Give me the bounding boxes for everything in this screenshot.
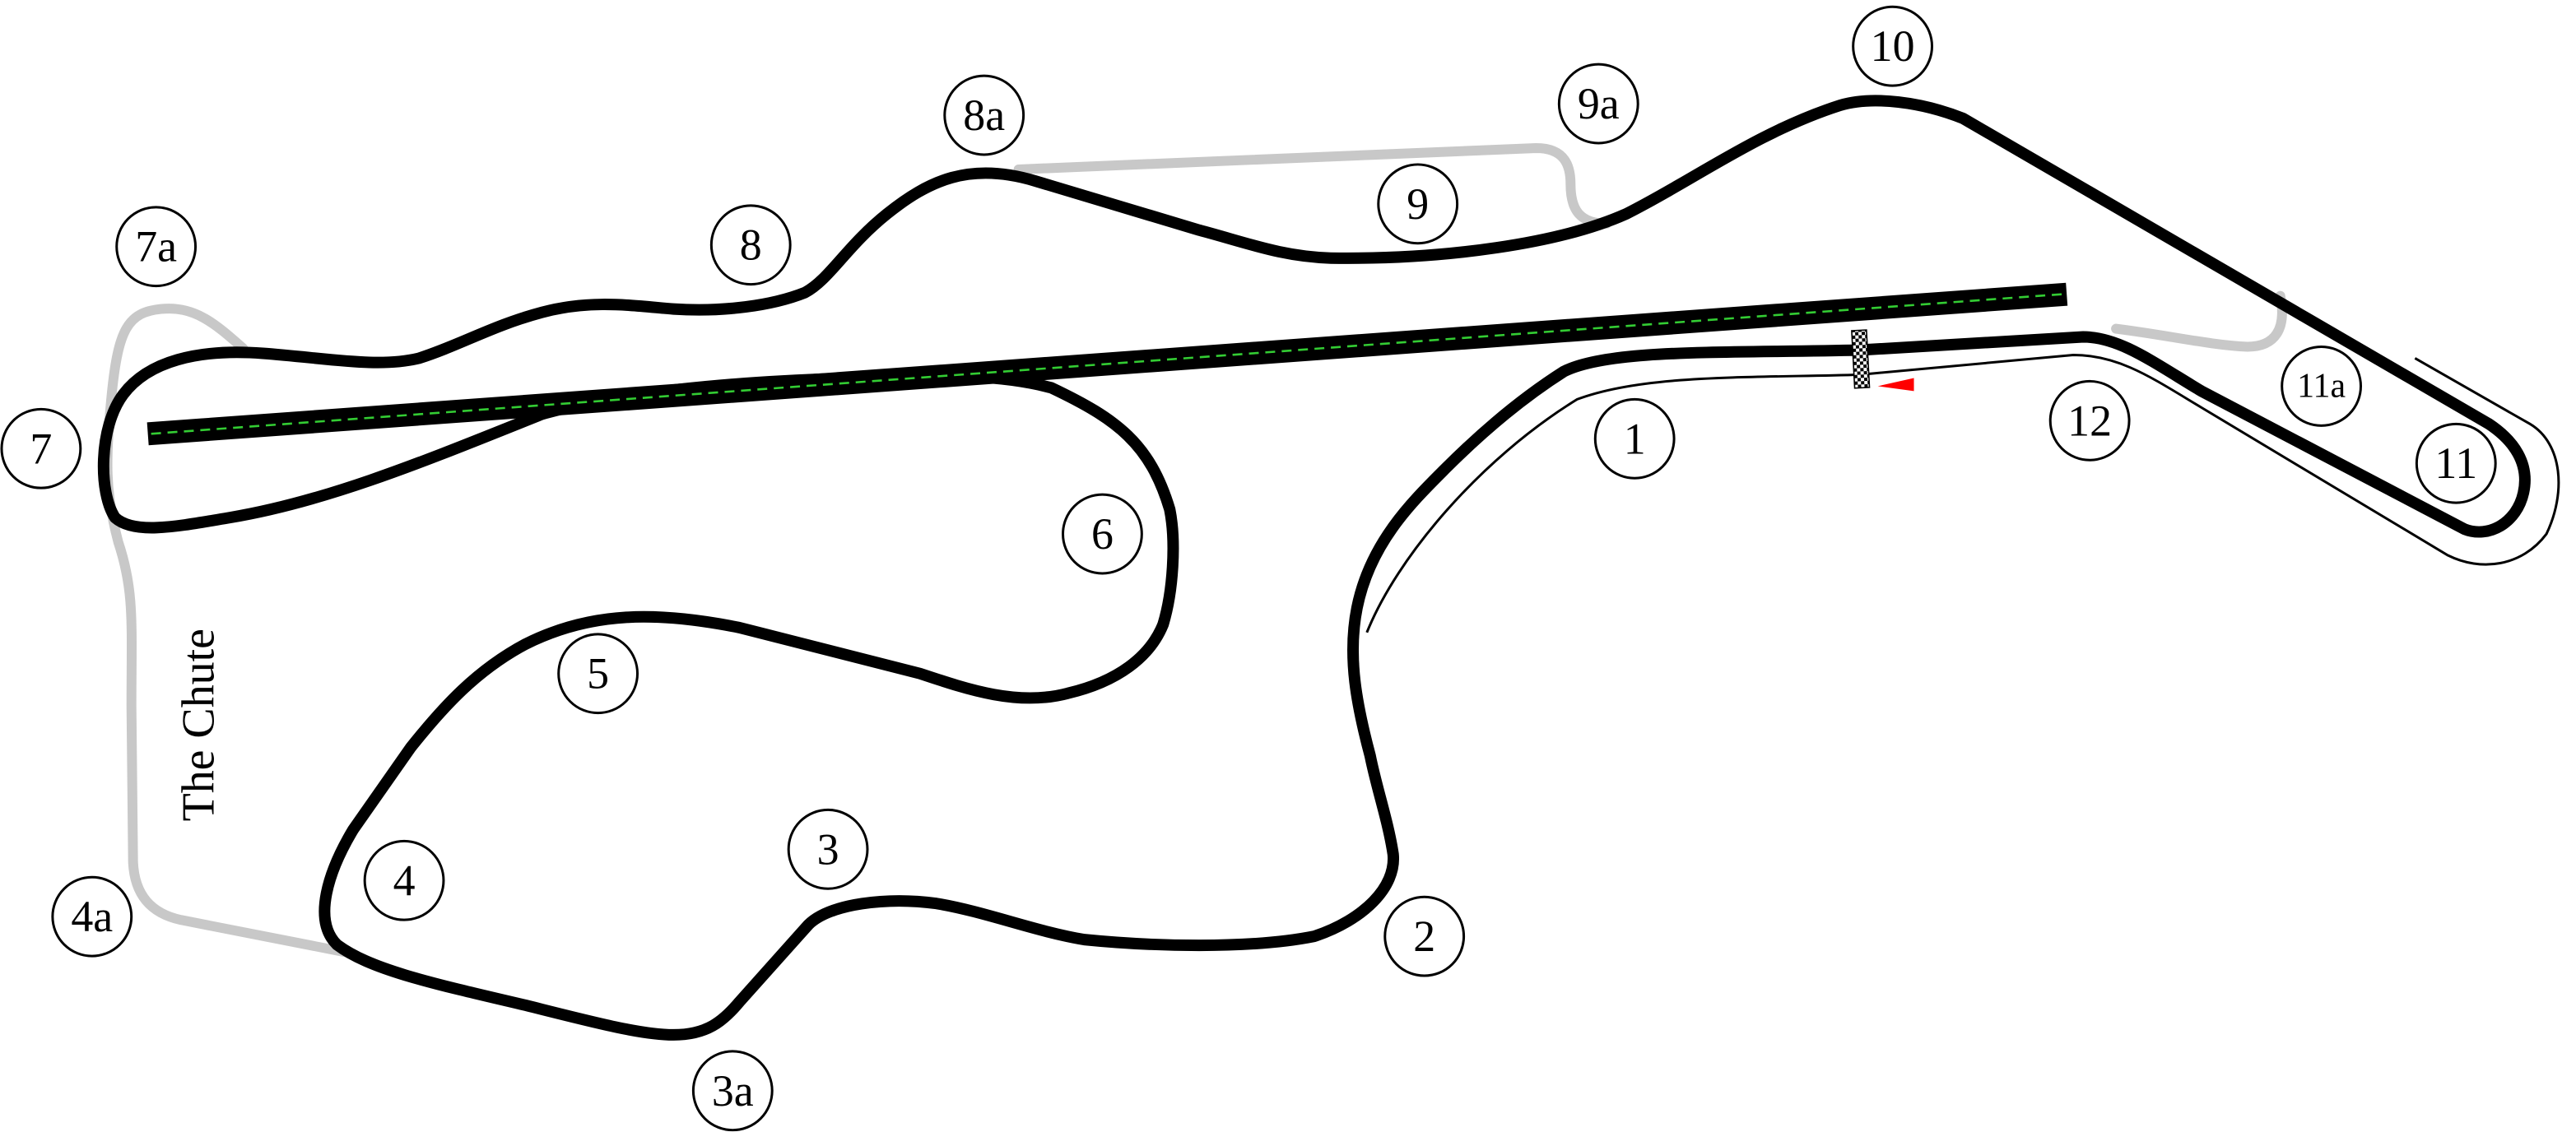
svg-text:9a: 9a xyxy=(1578,79,1620,128)
turn-3-marker: 3 xyxy=(787,808,869,890)
svg-text:7a: 7a xyxy=(135,222,177,271)
svg-text:8a: 8a xyxy=(963,90,1005,140)
svg-text:12: 12 xyxy=(2067,396,2112,445)
turn-5-marker: 5 xyxy=(557,633,639,715)
svg-text:11a: 11a xyxy=(2297,367,2346,405)
turn-9a-marker: 9a xyxy=(1557,63,1639,145)
svg-text:9: 9 xyxy=(1407,179,1429,229)
turn-12-marker: 12 xyxy=(2048,379,2131,462)
start-finish-line xyxy=(1851,329,1871,389)
turn-8-marker: 8 xyxy=(709,204,792,286)
turn-9a-alternate-section xyxy=(1013,142,1612,229)
main-circuit xyxy=(97,95,2531,1041)
the-chute-label: The Chute xyxy=(174,629,225,821)
turn-7a-marker: 7a xyxy=(115,206,198,288)
turn-6-marker: 6 xyxy=(1062,493,1143,575)
svg-text:8: 8 xyxy=(740,220,762,270)
outer-boundary-line xyxy=(1365,353,2560,633)
dragstrip-centerline xyxy=(151,293,2062,435)
turn-4-marker: 4 xyxy=(363,839,445,921)
turn-8a-marker: 8a xyxy=(943,74,1025,156)
turn-11a-marker: 11a xyxy=(2281,346,2362,427)
svg-text:2: 2 xyxy=(1413,912,1435,961)
turn-7-marker: 7 xyxy=(0,407,82,489)
svg-text:11: 11 xyxy=(2434,438,2477,488)
turn-11-marker: 11 xyxy=(2415,422,2497,504)
svg-text:5: 5 xyxy=(587,649,609,698)
start-direction-arrow xyxy=(1877,378,1914,392)
turn-2-marker: 2 xyxy=(1383,895,1466,977)
svg-text:10: 10 xyxy=(1871,21,1915,71)
chute-alternate-section xyxy=(102,304,354,958)
svg-text:4a: 4a xyxy=(71,892,113,941)
turn-3a-marker: 3a xyxy=(691,1050,774,1132)
turn-1-marker: 1 xyxy=(1593,397,1676,480)
turn-10-marker: 10 xyxy=(1852,5,1933,87)
svg-text:4: 4 xyxy=(393,856,416,905)
svg-text:3: 3 xyxy=(817,824,839,874)
svg-text:1: 1 xyxy=(1624,414,1646,463)
turn-9-marker: 9 xyxy=(1377,163,1459,245)
turn-11a-alternate-section xyxy=(2111,290,2287,352)
turn-4a-marker: 4a xyxy=(51,875,133,958)
svg-text:6: 6 xyxy=(1091,509,1114,559)
svg-text:3a: 3a xyxy=(712,1066,754,1116)
svg-text:7: 7 xyxy=(30,424,52,473)
dragstrip xyxy=(146,282,2068,446)
